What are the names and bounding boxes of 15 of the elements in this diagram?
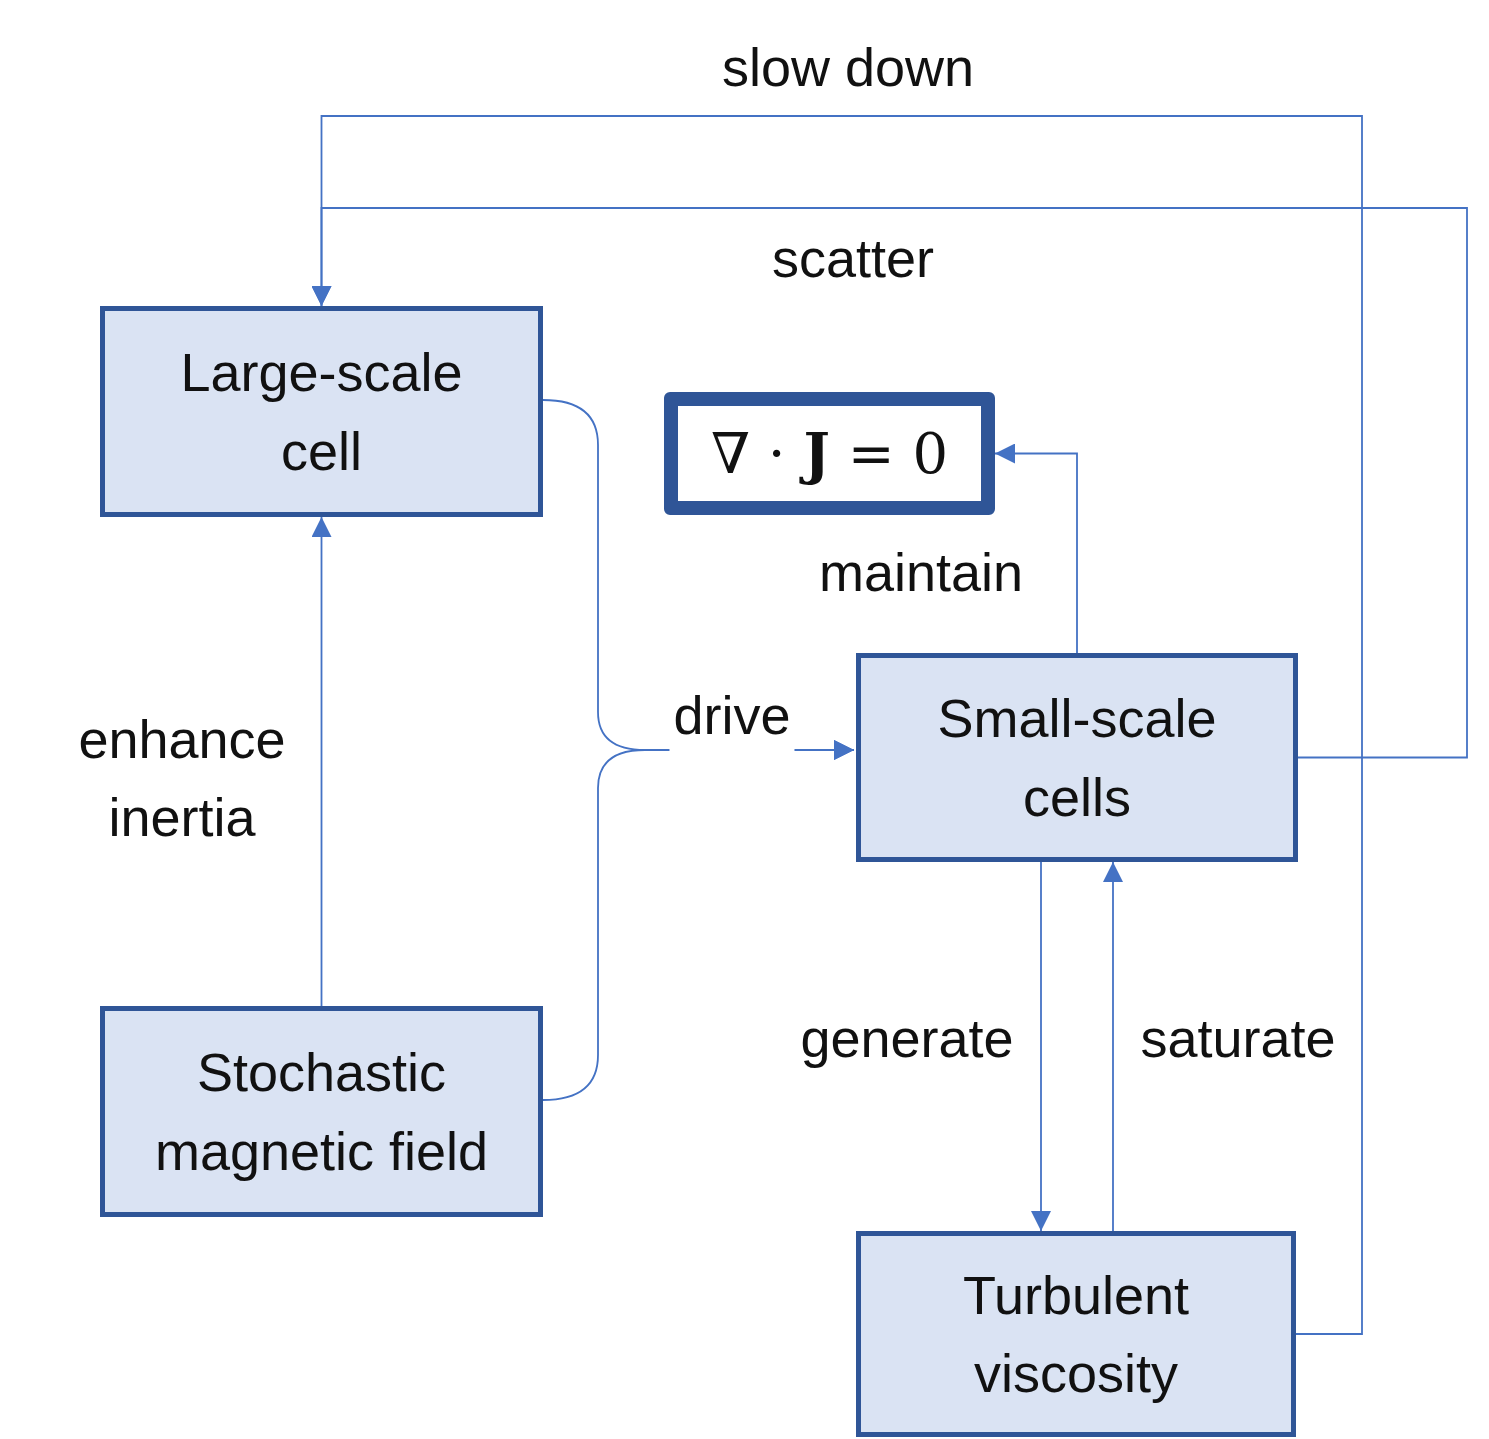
process-box bbox=[856, 653, 1298, 862]
box-label: Stochastic magnetic field bbox=[153, 1041, 490, 1183]
box-label: Small-scale cells bbox=[936, 687, 1218, 829]
arrow bbox=[311, 207, 1468, 759]
equation-box bbox=[664, 392, 995, 515]
process-box bbox=[856, 1231, 1296, 1437]
arrow bbox=[1031, 861, 1051, 1232]
equation: ∇ · J = 0 bbox=[710, 418, 949, 488]
arrow bbox=[1103, 861, 1123, 1232]
box-label: Turbulent viscosity bbox=[961, 1263, 1191, 1405]
arrow bbox=[994, 443, 1078, 654]
process-box bbox=[100, 306, 543, 517]
arrow bbox=[311, 516, 332, 1007]
box-label: Large-scale cell bbox=[179, 341, 464, 483]
process-box bbox=[100, 1006, 543, 1217]
